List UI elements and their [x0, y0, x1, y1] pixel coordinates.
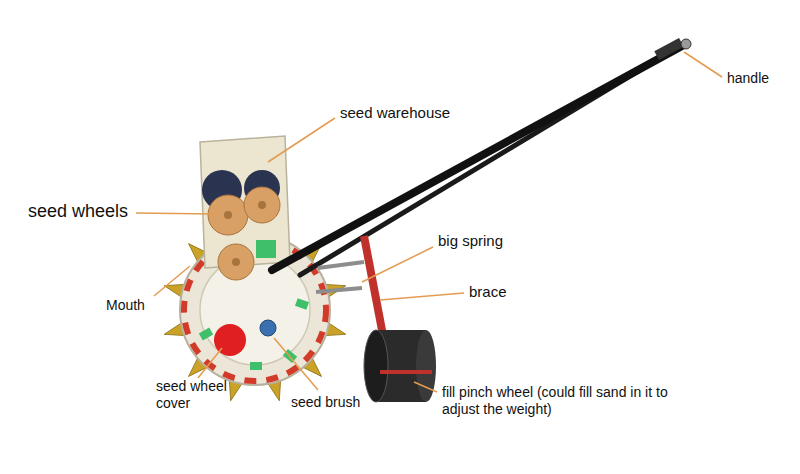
green-bracket: [256, 240, 276, 258]
leader-line: [414, 382, 437, 392]
big-spring-rod: [316, 288, 362, 292]
part-label: seed wheel cover: [156, 378, 244, 412]
pinch-wheel-axle: [380, 370, 432, 374]
green-clip: [250, 362, 262, 370]
part-label: brace: [469, 283, 507, 301]
handle-bar: [272, 46, 682, 270]
part-label: seed brush: [291, 394, 360, 411]
wheel-hole: [258, 201, 266, 209]
leader-line: [362, 247, 433, 282]
part-label: Mouth: [106, 297, 145, 314]
leader-line: [154, 266, 190, 296]
leader-line: [380, 293, 464, 300]
seed-brush-hub: [260, 320, 276, 336]
leader-line: [684, 52, 722, 77]
seed-wheel: [208, 195, 248, 235]
seed-wheel: [218, 244, 254, 280]
handle-grip: [654, 38, 683, 60]
leader-line: [274, 338, 318, 390]
pinch-wheel-back: [416, 330, 436, 402]
pinch-wheel-front: [364, 330, 388, 402]
leader-line: [268, 118, 335, 162]
big-spring-rod: [318, 262, 364, 268]
drum-face: [200, 255, 310, 365]
part-label: seed wheels: [28, 201, 128, 223]
part-label: handle: [727, 70, 769, 87]
part-label: big spring: [438, 232, 503, 250]
part-label: fill pinch wheel (could fill sand in it …: [442, 384, 707, 418]
leader-lines: [136, 52, 722, 392]
handle-cap: [681, 39, 691, 49]
seed-wheel: [244, 187, 280, 223]
wheel-hole: [232, 258, 240, 266]
green-clip: [199, 328, 213, 341]
leader-line: [136, 213, 215, 214]
green-clip: [295, 298, 309, 310]
wheel-hole: [224, 211, 232, 219]
part-label: seed warehouse: [340, 104, 450, 122]
leader-line: [198, 348, 222, 378]
